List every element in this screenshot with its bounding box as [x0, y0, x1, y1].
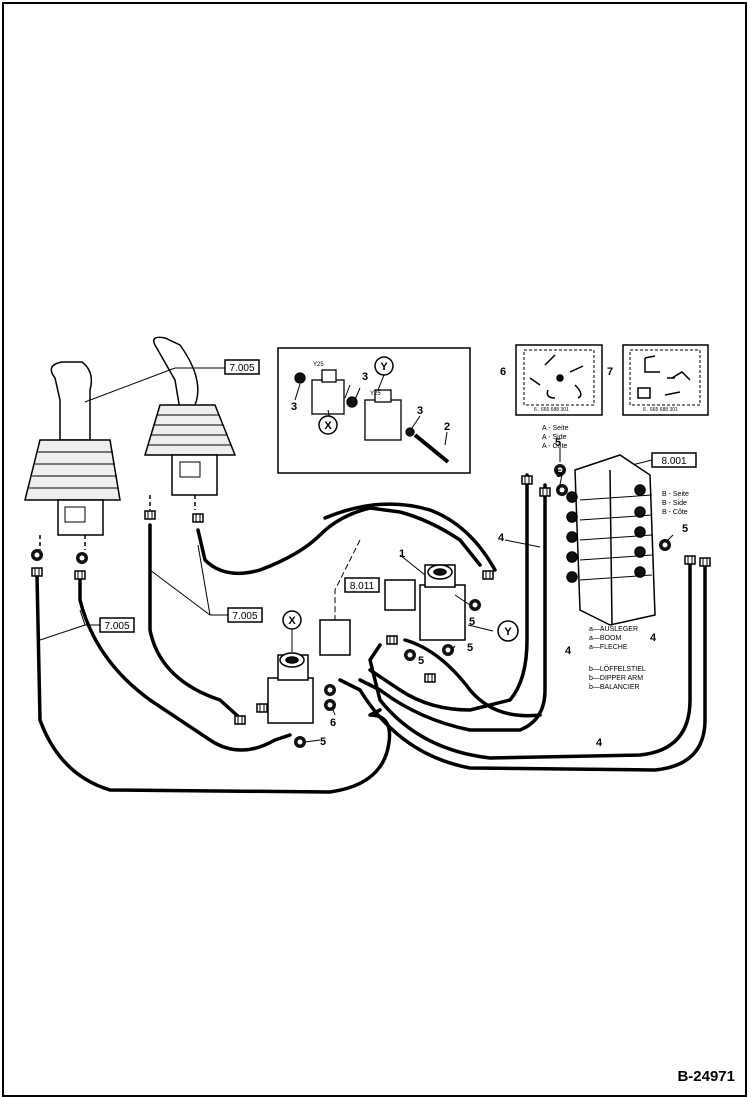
hose-mid-loop [403, 638, 542, 718]
inset-box [277, 347, 471, 474]
hose-right-2 [358, 483, 547, 732]
item-2-label: 2 [444, 421, 450, 433]
side-labels-b: B - Seite B - Side B - Côte [662, 491, 689, 516]
svg-text:X: X [288, 615, 296, 627]
decal-7 [622, 344, 709, 416]
ref-box-lower-mid: 7.005 [227, 607, 263, 623]
ref-lower-left-text: 7.005 [104, 621, 129, 632]
svg-text:a—BOOM: a—BOOM [589, 635, 621, 642]
function-legend-a: a—AUSLEGER a—BOOM a—FLECHE [589, 626, 638, 651]
marker-y-main: Y [497, 620, 519, 642]
svg-text:Y: Y [504, 626, 512, 638]
svg-text:a—FLECHE: a—FLECHE [589, 644, 628, 651]
svg-text:Y: Y [380, 361, 388, 373]
item-6-label: 6 [500, 366, 506, 378]
svg-text:b—LÖFFELSTIEL: b—LÖFFELSTIEL [589, 665, 646, 673]
solenoid-valve-lower [267, 652, 314, 724]
item-5-label: 5 [418, 655, 424, 667]
item-5-label: 5 [682, 523, 688, 535]
item-3-label: 3 [291, 401, 297, 413]
item-5-label: 5 [556, 468, 562, 480]
svg-text:6 . 665 688 301: 6 . 665 688 301 [643, 407, 678, 413]
decal-numbers: 6 . 665 688 301 6 . 665 688 301 [534, 407, 678, 413]
item-5-label: 5 [469, 616, 475, 628]
hose-jr-b [196, 506, 482, 576]
hose-left-outer [35, 573, 392, 794]
item-5-label: 5 [320, 736, 326, 748]
item-5-label: 5 [467, 642, 473, 654]
svg-text:b—DIPPER ARM: b—DIPPER ARM [589, 675, 643, 682]
control-valve-block [566, 454, 656, 626]
joystick-left [24, 361, 121, 550]
item-7-label: 7 [607, 366, 613, 378]
item-1-label: 1 [399, 548, 405, 560]
ref-box-control-valve: 8.001 [651, 452, 697, 468]
item-4-label: 4 [565, 645, 572, 657]
solenoid-leaders [291, 448, 674, 743]
solenoid-valve-upper [319, 564, 466, 656]
item-4-label: 4 [596, 737, 603, 749]
svg-text:A - Seite: A - Seite [542, 425, 569, 432]
svg-text:Y25: Y25 [370, 391, 381, 397]
item-4-label: 4 [650, 632, 657, 644]
item-3-label: 3 [417, 405, 423, 417]
svg-text:A - Côte: A - Côte [542, 443, 567, 450]
hose-lines [35, 473, 707, 794]
ref-lower-mid-text: 7.005 [232, 611, 257, 622]
svg-text:X: X [324, 420, 332, 432]
ref-box-lower-left: 7.005 [99, 617, 135, 633]
svg-text:a—AUSLEGER: a—AUSLEGER [589, 626, 638, 633]
ref-joystick-right-text: 7.005 [229, 363, 254, 374]
inset-leaders [294, 374, 448, 446]
joystick-right [143, 336, 237, 510]
svg-text:B - Seite: B - Seite [662, 491, 689, 498]
svg-text:B - Side: B - Side [662, 500, 687, 507]
item-5-label: 5 [555, 437, 561, 449]
svg-text:b—BALANCIER: b—BALANCIER [589, 684, 640, 691]
marker-y-inset: Y [374, 356, 394, 376]
ref-control-valve-text: 8.001 [661, 456, 686, 467]
svg-text:Y25: Y25 [313, 362, 324, 368]
inset-valves [294, 369, 450, 464]
svg-text:B - Côte: B - Côte [662, 509, 688, 516]
decal-6 [515, 344, 603, 416]
svg-text:6 . 665 688 301: 6 . 665 688 301 [534, 407, 569, 413]
function-legend-b: b—LÖFFELSTIEL b—DIPPER ARM b—BALANCIER [589, 665, 646, 691]
item-numbers: 3 3 3 2 1 4 4 4 4 5 5 5 5 5 5 6 5 6 7 [291, 366, 688, 749]
hose-left-inner [78, 578, 292, 752]
ref-box-joystick-right: 7.005 [224, 359, 260, 375]
hose-upper [323, 502, 497, 572]
hose-right-4 [338, 563, 707, 772]
ref-box-solenoid: 8.011 [344, 577, 380, 593]
hose-right-3 [368, 558, 692, 760]
item-6-label: 6 [330, 717, 336, 729]
item-3-label: 3 [362, 371, 368, 383]
item-4-label: 4 [498, 532, 505, 544]
svg-text:A - Side: A - Side [542, 434, 567, 441]
marker-x-main: X [282, 610, 302, 630]
ref-solenoid-text: 8.011 [350, 581, 375, 592]
marker-x-inset: X [318, 415, 338, 435]
inset-small-labels: Y25 Y25 [313, 362, 381, 397]
side-labels-a: A - Seite A - Side A - Côte [542, 425, 569, 450]
document-id: B-24971 [677, 1068, 735, 1085]
joystick-fittings [31, 510, 204, 580]
hose-jr-a [148, 523, 242, 720]
